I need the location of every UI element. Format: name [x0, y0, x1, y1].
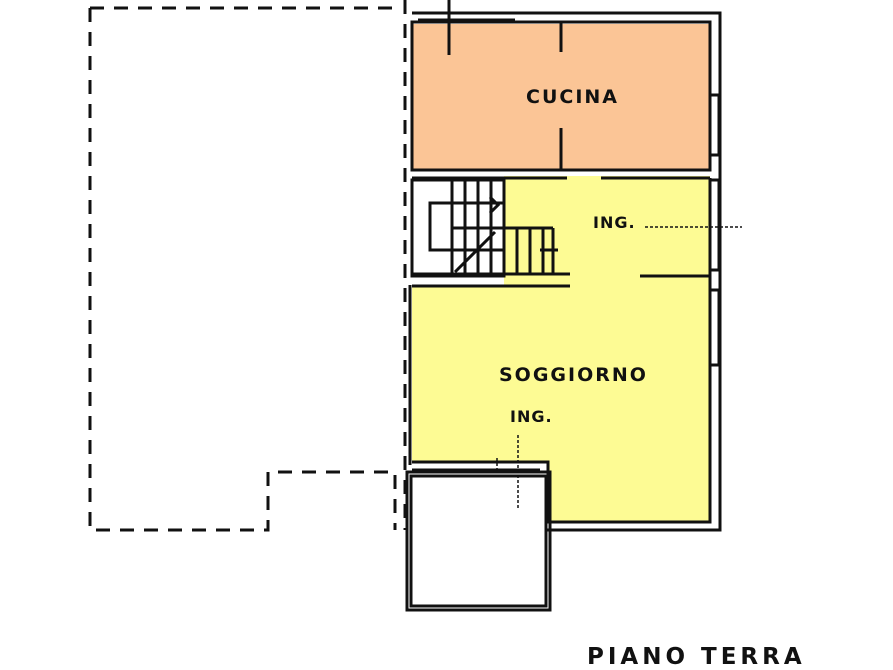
- room-label-soggiorno: SOGGIORNO: [499, 364, 648, 386]
- living-fill: [412, 176, 710, 522]
- adjacent-unit-dashed-outline: [88, 0, 407, 532]
- entrance-markers: [496, 226, 742, 508]
- living-fill-upper: [504, 176, 574, 288]
- walls: [405, 0, 722, 612]
- room-label-ingresso-front: ING.: [510, 407, 553, 426]
- room-label-cucina: CUCINA: [526, 86, 619, 108]
- staircase: [428, 180, 558, 276]
- room-label-ingresso-side: ING.: [593, 213, 636, 232]
- floor-title: PIANO TERRA: [587, 644, 806, 670]
